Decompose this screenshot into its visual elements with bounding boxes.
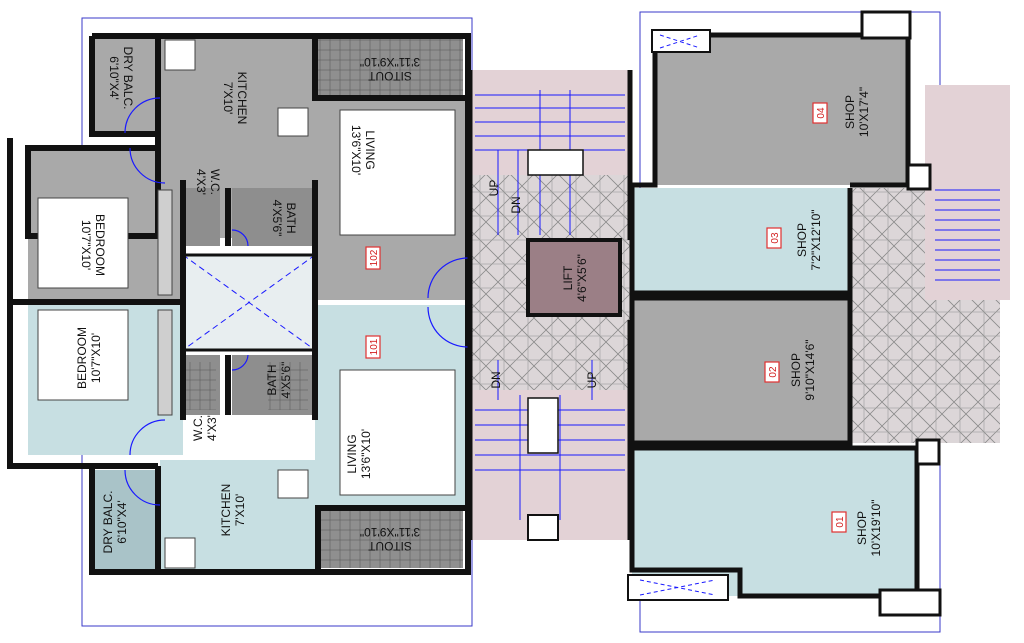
shop-02-name: SHOP (789, 353, 803, 387)
flat-102-kitchen-size: 7'X10' (221, 82, 235, 115)
flat-102-tag: 102 (369, 249, 380, 266)
flat-102-wc-name: W.C. (208, 169, 222, 195)
flat-102-bedroom-size: 10'7"X10' (79, 220, 93, 270)
furniture (37, 39, 456, 569)
stair-lower-dn-label: DN (489, 371, 503, 388)
flat-101-living-size: 13'6"X10' (359, 429, 373, 479)
flat-101-kitchen-name: KITCHEN (219, 484, 233, 537)
flat-101-kitchen-size: 7'X10' (233, 494, 247, 527)
flat-101-dry-balcony-name: DRY BALC. (101, 491, 115, 554)
flat-101-sitout-size: 3'11"X9'10" (360, 525, 420, 539)
flat-101-bath-name: BATH (265, 364, 279, 395)
flat-101-bedroom-name: BEDROOM (75, 327, 89, 389)
shop-02 (632, 298, 850, 443)
shop-04-tag: 04 (816, 107, 827, 119)
flat-101-wc-name: W.C. (191, 415, 205, 441)
flat-102-living-size: 13'6"X10' (349, 125, 363, 175)
shop-04-name: SHOP (843, 95, 857, 129)
flat-102-bath-size: 4'X5'6" (270, 200, 284, 237)
stair-upper-dn-label: DN (509, 196, 523, 213)
residential-block: DRY BALC. 6'10"X4' KITCHEN 7'X10' SITOUT… (7, 17, 473, 627)
flat-101-dry-balcony (95, 470, 157, 570)
stair-lower-up-label: UP (585, 372, 599, 389)
flat-102-dry-balcony-name: DRY BALC. (121, 47, 135, 110)
flat-102-living-name: LIVING (363, 130, 377, 169)
shop-01-name: SHOP (855, 511, 869, 545)
shop-01-size: 10'X19'10" (869, 500, 883, 557)
shops-block: 04 SHOP 10'X17'4" 03 SHOP 7'2"X12'10" 02… (627, 10, 1010, 633)
stair-upper-up-label: UP (487, 180, 501, 197)
shop-02-tag: 02 (768, 366, 779, 378)
ramp (935, 189, 1000, 281)
flat-102-bath-name: BATH (284, 202, 298, 233)
shop-03-size: 7'2"X12'10" (809, 209, 823, 270)
shop-03 (632, 188, 850, 293)
flat-102-sitout-name: SITOUT (367, 69, 411, 83)
shop-04 (655, 35, 908, 185)
flat-102-dry-balcony-size: 6'10"X4' (107, 56, 121, 100)
lift (526, 238, 622, 317)
stair-upper (475, 90, 625, 235)
flat-101-tag: 101 (369, 338, 380, 355)
flat-102-wc-size: 4'X3' (194, 169, 208, 195)
core: UP DN DN UP LIFT 4'6"X5'6" (467, 70, 633, 541)
doors (124, 97, 469, 506)
lift-size: 4'6"X5'6" (575, 254, 589, 302)
shop-03-tag: 03 (770, 232, 781, 244)
flat-102-kitchen-name: KITCHEN (235, 72, 249, 125)
flat-101-living-name: LIVING (345, 434, 359, 473)
lift-name: LIFT (561, 265, 575, 290)
shop-04-size: 10'X17'4" (857, 87, 871, 137)
shop-01-tag: 01 (835, 516, 846, 528)
flat-102-wc-area (180, 188, 220, 246)
flat-102-bedroom-name: BEDROOM (93, 214, 107, 276)
flat-101-bedroom-size: 10'7"X10' (89, 333, 103, 383)
flat-102-sitout-size: 3'11"X9'10" (360, 55, 420, 69)
flat-101-bath-size: 4'X5'6" (279, 362, 293, 399)
shop-02-size: 9'10"X14'6" (803, 339, 817, 400)
flat-101-dry-balcony-size: 6'10"X4' (115, 500, 129, 544)
shop-03-name: SHOP (795, 223, 809, 257)
flat-101-wc-size: 4'X3' (205, 415, 219, 441)
flat-101-sitout-name: SITOUT (367, 539, 411, 553)
flat-102-dry-balcony (95, 38, 157, 133)
